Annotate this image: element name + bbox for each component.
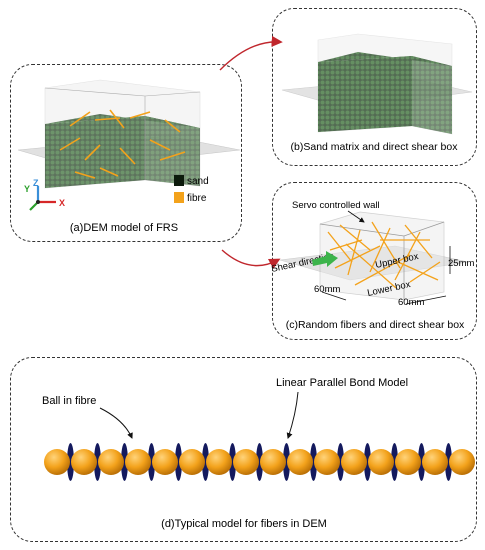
parallel-bond <box>445 443 452 481</box>
parallel-bond <box>67 443 74 481</box>
depth-label: 60mm <box>314 284 340 295</box>
bond-pointer <box>286 391 299 439</box>
legend-sand-swatch <box>174 175 184 186</box>
panel-c-model <box>279 211 469 301</box>
parallel-bond <box>283 443 290 481</box>
arrow-to-c <box>221 249 281 269</box>
fibre-ball <box>71 449 97 475</box>
fibre-ball <box>233 449 259 475</box>
fibre-ball <box>368 449 394 475</box>
fibre-ball <box>314 449 340 475</box>
shear-box-outline <box>44 79 201 189</box>
panel-b-model <box>281 33 473 135</box>
fibres-a <box>59 109 186 179</box>
parallel-bond <box>121 443 128 481</box>
ball-pointer <box>99 407 133 439</box>
caption-a: (a)DEM model of FRS <box>70 222 178 234</box>
shear-arrow <box>312 251 338 267</box>
sand-block-b-top <box>318 52 452 66</box>
fibre-ball <box>287 449 313 475</box>
caption-d: (d)Typical model for fibers in DEM <box>161 518 327 530</box>
caption-b: (b)Sand matrix and direct shear box <box>291 141 459 153</box>
panel-a-model <box>17 79 241 189</box>
parallel-bond <box>94 443 101 481</box>
ball-in-fibre-label: Ball in fibre <box>42 395 96 407</box>
legend-fibre-label: fibre <box>187 193 207 204</box>
width-dimension <box>405 295 447 305</box>
axis-x-label: X <box>59 198 65 208</box>
sand-block-b-right <box>412 56 452 134</box>
fibre-ball <box>422 449 448 475</box>
fibre-ball <box>125 449 151 475</box>
fibre-ball <box>395 449 421 475</box>
axes-triad <box>29 186 56 211</box>
axis-y-label: Y <box>24 184 30 194</box>
parallel-bond <box>337 443 344 481</box>
bond-model-label: Linear Parallel Bond Model <box>276 377 408 389</box>
height-label: 25mm <box>448 258 474 269</box>
sand-block-right <box>145 116 200 186</box>
fibre-ball <box>206 449 232 475</box>
servo-pointer <box>347 210 365 223</box>
parallel-bond <box>391 443 398 481</box>
fibre-ball <box>341 449 367 475</box>
parallel-bond <box>175 443 182 481</box>
panel-d <box>10 357 477 542</box>
arrow-to-b <box>219 35 283 71</box>
axis-z-label: Z <box>33 178 39 188</box>
panel-b <box>272 8 477 166</box>
parallel-bond <box>256 443 263 481</box>
parallel-bond <box>202 443 209 481</box>
servo-label: Servo controlled wall <box>292 200 380 211</box>
parallel-bond <box>310 443 317 481</box>
fibre-chain <box>44 443 475 481</box>
parallel-bond <box>418 443 425 481</box>
parallel-bond <box>364 443 371 481</box>
fibre-ball <box>98 449 124 475</box>
parallel-bond <box>229 443 236 481</box>
depth-dimension <box>321 291 347 301</box>
legend-sand-label: sand <box>187 176 209 187</box>
fibres-c <box>327 221 441 289</box>
fibre-ball <box>179 449 205 475</box>
sand-block-b-front <box>318 56 412 132</box>
sand-block-front <box>45 116 145 188</box>
parallel-bond <box>148 443 155 481</box>
fibre-ball <box>449 449 475 475</box>
panel-a <box>10 64 242 242</box>
width-label: 60mm <box>398 297 424 308</box>
sand-block-top <box>45 114 200 128</box>
fibre-ball <box>260 449 286 475</box>
fibre-ball <box>152 449 178 475</box>
caption-c: (c)Random fibers and direct shear box <box>286 319 465 331</box>
legend-fibre-swatch <box>174 192 184 203</box>
fibre-ball <box>44 449 70 475</box>
